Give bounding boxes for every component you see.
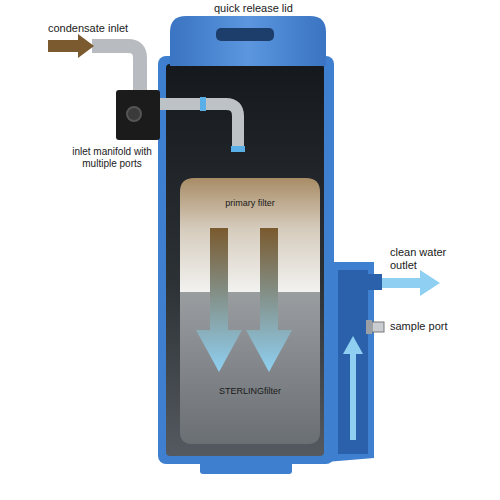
inlet-label: condensate inlet — [48, 22, 158, 35]
sample-port-label: sample port — [390, 320, 470, 333]
secondary-filter: STERLINGfilter — [180, 292, 320, 442]
outlet-label: clean water outlet — [390, 246, 462, 272]
filter-label: STERLINGfilter — [180, 386, 320, 396]
primary-filter: primary filter — [180, 180, 320, 290]
filter-label: primary filter — [180, 198, 320, 208]
lid-label: quick release lid — [214, 2, 324, 15]
manifold-label: inlet manifold with multiple ports — [64, 146, 160, 170]
